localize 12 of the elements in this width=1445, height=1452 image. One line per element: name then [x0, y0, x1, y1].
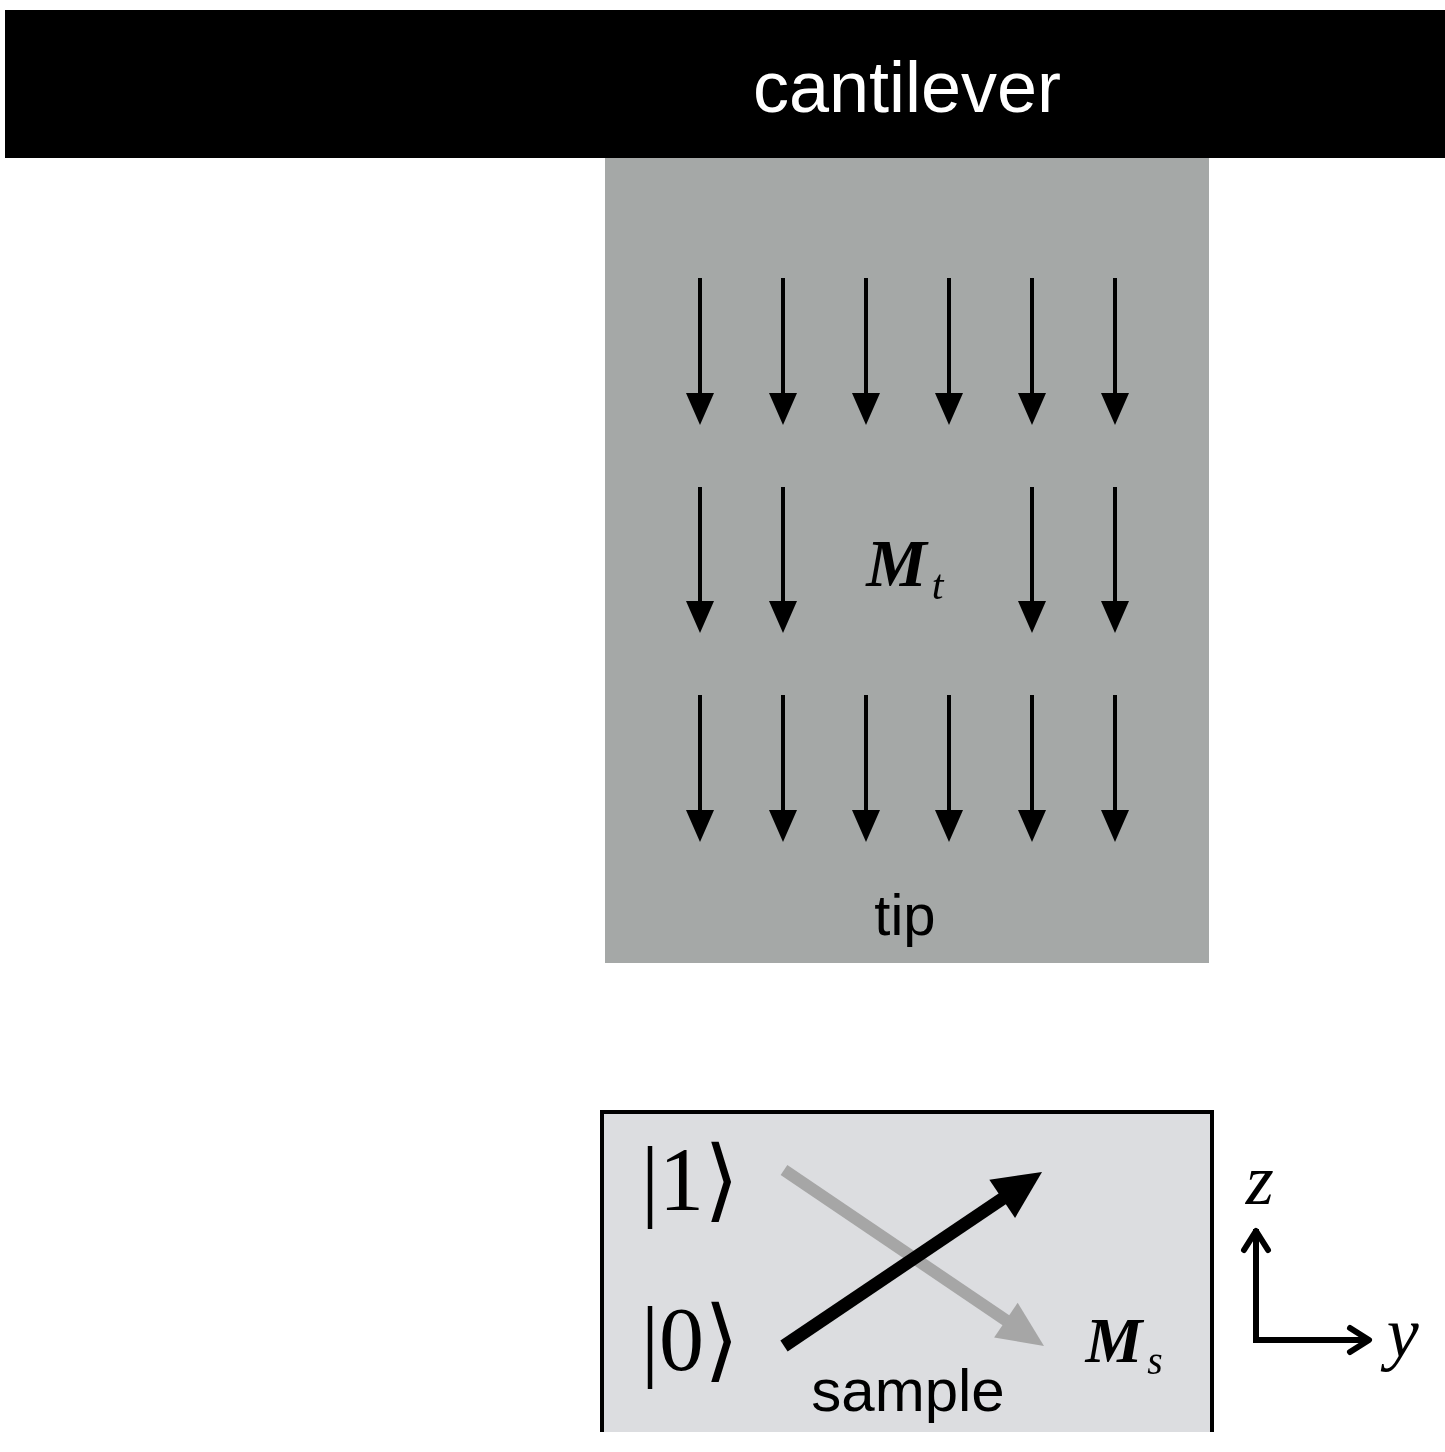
- state-label: |1⟩: [640, 1128, 740, 1231]
- state-label: |0⟩: [640, 1288, 740, 1391]
- tip-label: tip: [874, 880, 936, 949]
- sample-block: [600, 1110, 1214, 1432]
- cantilever-beam: [5, 10, 1445, 158]
- tip-block: [605, 158, 1209, 963]
- sample-label: sample: [811, 1355, 1005, 1426]
- moment-label: M$_{t}$: [864, 523, 946, 610]
- axis-label: z: [1244, 1138, 1275, 1222]
- moment-label: M$_{s}$: [1083, 1304, 1164, 1386]
- axis-label: y: [1381, 1287, 1429, 1383]
- cantilever-label: cantilever: [752, 46, 1062, 129]
